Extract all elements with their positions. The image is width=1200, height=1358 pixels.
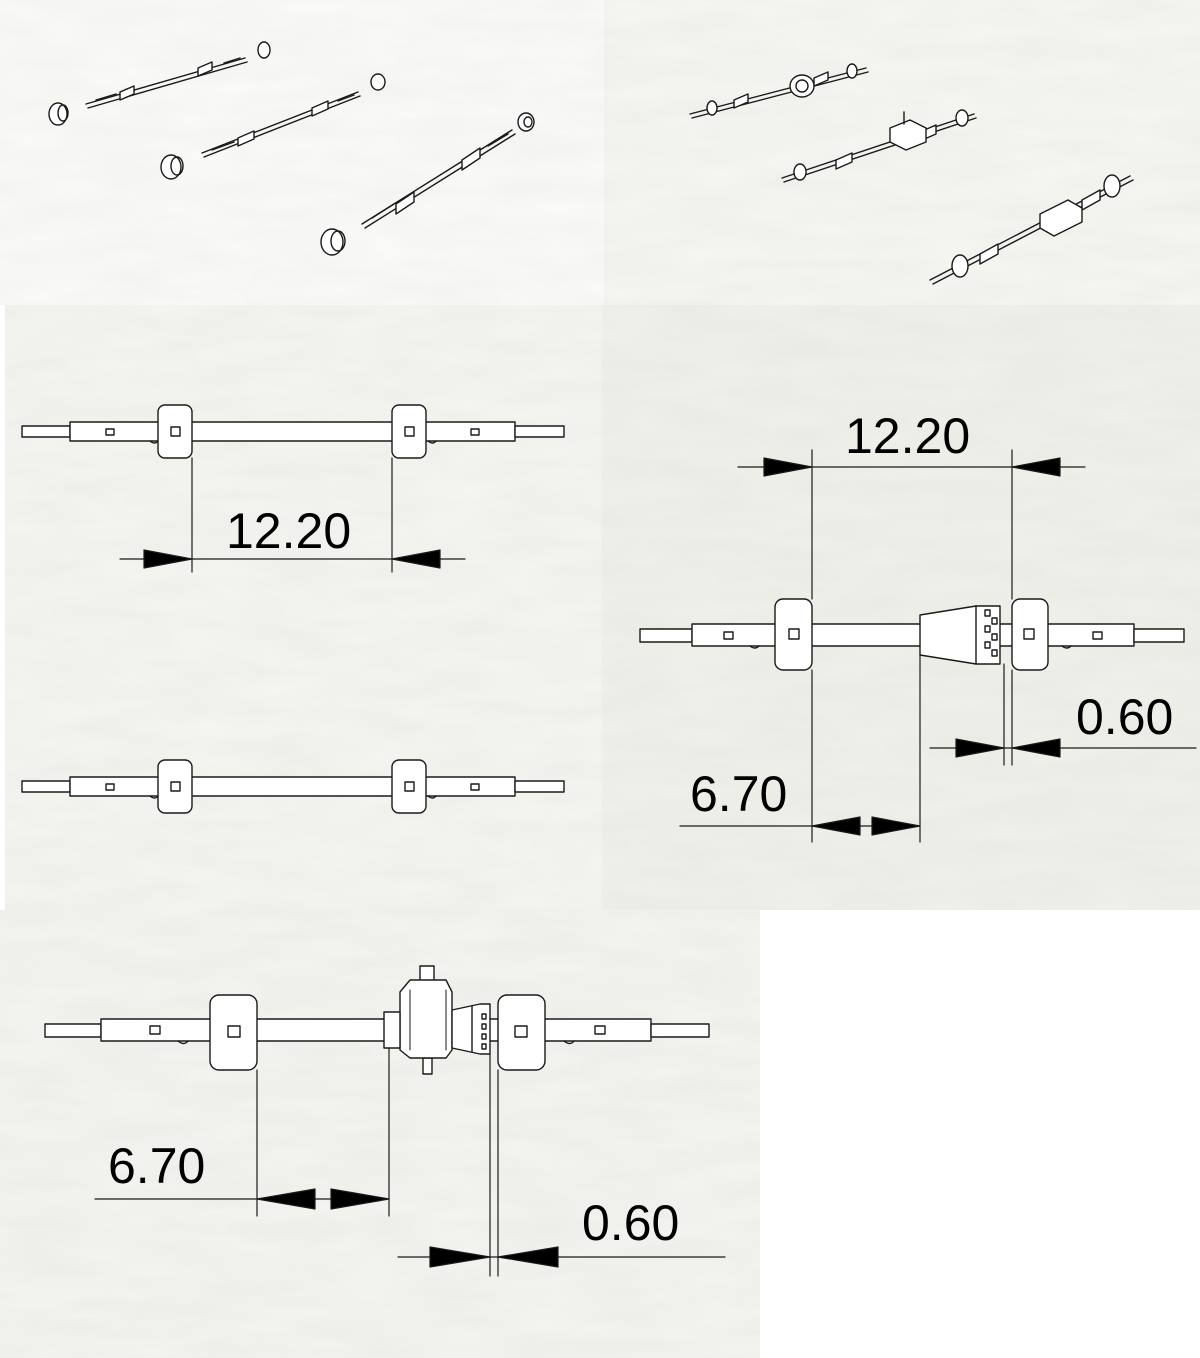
dimension-0-60-right	[929, 663, 1197, 766]
axle-shaft	[69, 421, 516, 442]
dimension-label-0-60-bottom: 0.60	[582, 1195, 679, 1251]
iso-axle-view-right	[689, 63, 1134, 285]
iso-bushing-1b	[257, 41, 271, 59]
iso-geared-axle-1	[689, 63, 869, 119]
axle-plain-2	[21, 759, 565, 814]
iso-bushing-3a	[320, 228, 344, 256]
axle-plain-1	[21, 404, 565, 459]
dimension-6-70-right	[679, 654, 921, 843]
iso-bushing-3b-inner	[523, 116, 533, 128]
dimension-12-20-right	[737, 449, 1086, 600]
iso-axle-2	[201, 91, 361, 158]
dimension-label-6-70-right: 6.70	[690, 766, 787, 822]
gear-teeth	[984, 609, 998, 657]
axle-bearing-block	[497, 994, 546, 1071]
gearbox-housing	[383, 965, 491, 1075]
axle-notch	[427, 440, 437, 444]
dimension-0-60-bottom	[397, 1053, 726, 1277]
dimension-6-70-bottom	[94, 1047, 390, 1217]
bearing-hole	[170, 426, 181, 437]
iso-bushing-2b	[370, 73, 386, 91]
dimension-label-12-20-left: 12.20	[226, 503, 351, 559]
axle-slot	[105, 428, 115, 436]
iso-bushing-1a-inner	[57, 104, 69, 122]
axle-gearbox	[44, 965, 710, 1075]
axle-bearing-block	[774, 598, 813, 671]
iso-axle-1	[85, 57, 248, 109]
axle-geared-1	[639, 598, 1185, 671]
axle-slot	[470, 428, 480, 436]
iso-axle-view-left	[48, 41, 535, 256]
axle-bearing-block	[157, 404, 193, 459]
bearing-hole	[404, 426, 415, 437]
axle-bearing-block	[209, 994, 258, 1071]
gear-hub	[919, 605, 1001, 665]
axle-bearing-block	[391, 404, 427, 459]
iso-bushing-3a-inner	[330, 230, 346, 252]
dimension-label-0-60-right: 0.60	[1076, 689, 1173, 745]
axle-bearing-block	[1011, 598, 1049, 671]
axle-bearing-block	[391, 759, 427, 814]
iso-geared-axle-2	[781, 109, 977, 183]
axle-stub-left	[21, 425, 71, 438]
iso-axle-3	[361, 129, 516, 229]
iso-geared-axle-3	[929, 174, 1134, 285]
dimension-label-6-70-bottom: 6.70	[108, 1138, 205, 1194]
dimension-label-12-20-right: 12.20	[845, 408, 970, 464]
dimension-12-20-left	[119, 457, 466, 573]
axle-bearing-block	[157, 759, 193, 814]
iso-bushing-2a-inner	[170, 156, 184, 176]
axle-stub-right	[514, 425, 565, 438]
